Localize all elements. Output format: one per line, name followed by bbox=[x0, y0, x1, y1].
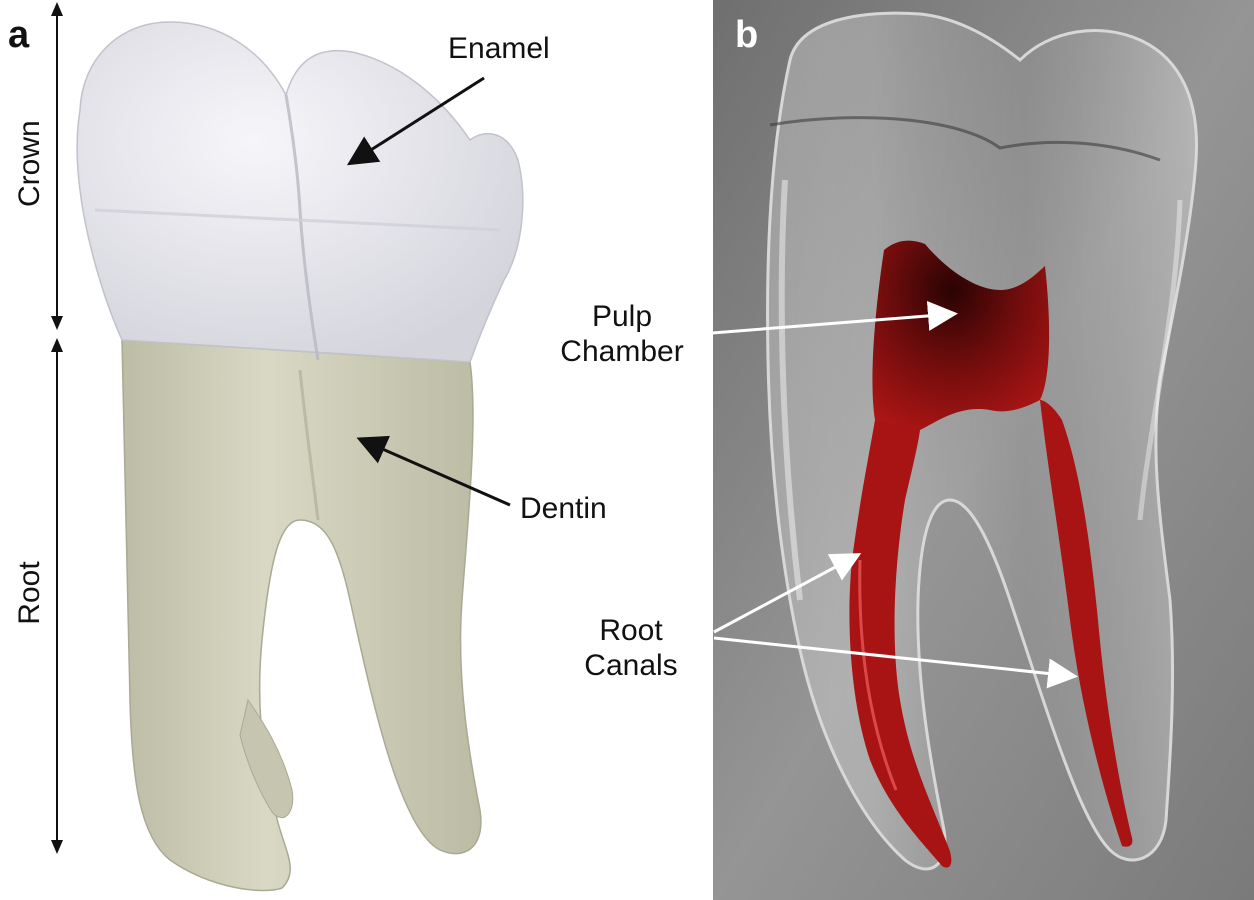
root-canals-label-line2: Canals bbox=[584, 648, 678, 682]
root-canal-left-pointer-arrow bbox=[713, 553, 862, 634]
enamel-pointer-arrow bbox=[346, 76, 485, 166]
panel-b-letter: b bbox=[735, 14, 759, 56]
root-arrow-bottom-head bbox=[51, 840, 63, 854]
glass-highlight-left bbox=[778, 179, 803, 601]
root-arrow-top-head bbox=[51, 338, 63, 352]
pulp-chamber-label-line2: Chamber bbox=[560, 334, 684, 368]
root-canals-label-line1: Root bbox=[599, 614, 663, 647]
root-canals-label: Root Canals bbox=[566, 614, 696, 683]
pulp-chamber-label-line1: Pulp bbox=[591, 300, 653, 333]
glass-crown-rim bbox=[769, 116, 1161, 162]
panel-a bbox=[51, 2, 524, 892]
dentin-pointer-arrow bbox=[356, 435, 511, 507]
root-tip-detail bbox=[239, 698, 294, 819]
crown-arrow-bottom-head bbox=[51, 316, 63, 330]
crown-arrow-top-head bbox=[51, 2, 63, 16]
pulp-chamber-label: Pulp Chamber bbox=[552, 300, 692, 369]
dentin-label: Dentin bbox=[520, 492, 607, 525]
root-label: Root bbox=[13, 561, 46, 625]
glass-highlight-right bbox=[1137, 199, 1183, 521]
panel-a-letter: a bbox=[8, 14, 30, 56]
enamel-label: Enamel bbox=[448, 32, 550, 65]
root-groove bbox=[298, 369, 320, 521]
root-canal-right-pointer-arrow bbox=[713, 636, 1078, 689]
root-canal-right bbox=[1040, 400, 1133, 847]
canal-highlight bbox=[858, 559, 898, 791]
crown-label: Crown bbox=[13, 120, 46, 207]
tooth-root-dentin bbox=[121, 339, 482, 892]
panel-b bbox=[711, 0, 1254, 900]
pulp-chamber-pointer-arrow bbox=[711, 300, 958, 335]
crown-band bbox=[94, 208, 501, 232]
pulp-chamber bbox=[872, 240, 1050, 440]
root-canal-left bbox=[849, 420, 952, 868]
crown-fissure bbox=[284, 94, 320, 361]
